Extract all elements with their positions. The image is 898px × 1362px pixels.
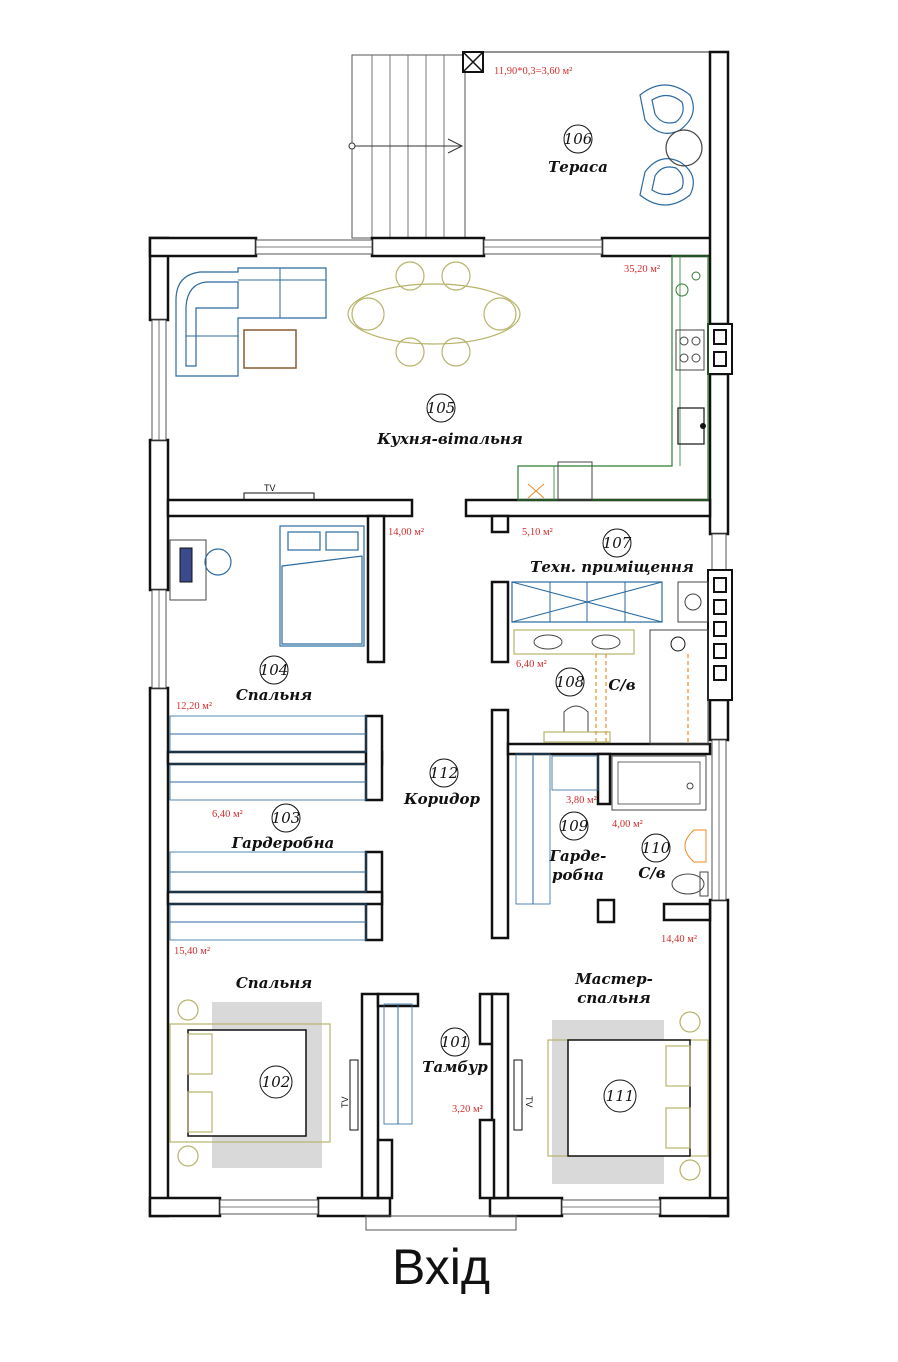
area-109: 3,80 м² [566, 795, 597, 806]
bathroom-108-fixtures [513, 629, 709, 745]
windows [151, 239, 727, 1231]
area-104: 12,20 м² [176, 701, 212, 712]
svg-text:102: 102 [262, 1073, 291, 1091]
stairs [348, 54, 466, 239]
tv-label: TV [264, 483, 276, 493]
svg-text:108: 108 [556, 673, 585, 691]
room-name-103: Гардеробна [231, 834, 335, 852]
tech-room-cabinets [511, 581, 709, 623]
room-number-105: 105 [426, 393, 456, 423]
room-name-102: Спальня [236, 974, 312, 992]
room-number-110: 110 [641, 833, 671, 863]
room-number-112: 112 [429, 758, 459, 788]
area-103: 6,40 м² [212, 809, 243, 820]
area-112: 14,00 м² [388, 527, 424, 538]
room-number-103: 103 [271, 803, 301, 833]
coffee-table-icon [243, 329, 297, 369]
ducts [707, 323, 733, 701]
room-name-109-line1: Гарде- [549, 847, 607, 865]
room-number-106: 106 [563, 124, 593, 154]
tv-111-label: TV [524, 1096, 534, 1108]
area-105: 35,20 м² [624, 264, 660, 275]
room-name-108: С/в [608, 676, 635, 694]
room-number-109: 109 [559, 811, 589, 841]
bed-102-icon [169, 999, 331, 1168]
terrace-table-icon [665, 129, 703, 167]
tv-102-icon [349, 1059, 359, 1131]
room-name-110: С/в [638, 864, 665, 882]
room-number-102: 102 [259, 1065, 293, 1099]
room-name-106: Тераса [548, 158, 608, 176]
svg-text:111: 111 [606, 1087, 635, 1105]
entrance-label: Вхід [392, 1239, 490, 1295]
tv-111-icon [513, 1059, 523, 1131]
svg-text:112: 112 [430, 764, 459, 782]
tv-kitchen-icon [243, 492, 315, 501]
svg-text:103: 103 [272, 809, 301, 827]
svg-text:107: 107 [603, 534, 632, 552]
dining-table-icon [347, 261, 521, 367]
room-name-112: Коридор [403, 790, 480, 808]
kitchen-counter-icon [517, 255, 709, 501]
area-108: 6,40 м² [516, 659, 547, 670]
bathroom-110-fixtures [611, 755, 709, 897]
wardrobe-rails [169, 715, 599, 1125]
walls [148, 50, 730, 1218]
tv-102-label: TV [340, 1096, 350, 1108]
terrace-armchair-icon [639, 158, 694, 206]
bed-icon [279, 525, 365, 647]
svg-text:106: 106 [564, 130, 593, 148]
area-106: 11,90*0,3=3,60 м² [494, 66, 572, 77]
room-name-107: Техн. приміщення [530, 558, 694, 576]
area-111: 14,40 м² [661, 934, 697, 945]
area-107: 5,10 м² [522, 527, 553, 538]
room-name-105: Кухня-вітальня [376, 430, 523, 448]
room-name-101: Тамбур [422, 1058, 488, 1076]
terrace [462, 51, 712, 238]
room-number-104: 104 [259, 655, 289, 685]
area-102: 15,40 м² [174, 946, 210, 957]
room-number-108: 108 [555, 667, 585, 697]
room-name-111-line2: спальня [577, 989, 651, 1007]
sofa-icon [175, 267, 327, 377]
room-number-111: 111 [603, 1079, 637, 1113]
svg-text:110: 110 [642, 839, 671, 857]
room-name-104: Спальня [236, 686, 312, 704]
room-number-101: 101 [440, 1027, 470, 1057]
room-name-109-line2: робна [552, 866, 604, 884]
area-110: 4,00 м² [612, 819, 643, 830]
terrace-armchair-icon [639, 84, 694, 134]
room-name-111-line1: Мастер- [574, 970, 653, 988]
svg-text:105: 105 [427, 399, 456, 417]
svg-text:104: 104 [260, 661, 289, 679]
desk-icon [169, 539, 232, 601]
area-101: 3,20 м² [452, 1104, 483, 1115]
svg-text:109: 109 [560, 817, 589, 835]
svg-text:101: 101 [441, 1033, 470, 1051]
room-number-107: 107 [602, 528, 632, 558]
